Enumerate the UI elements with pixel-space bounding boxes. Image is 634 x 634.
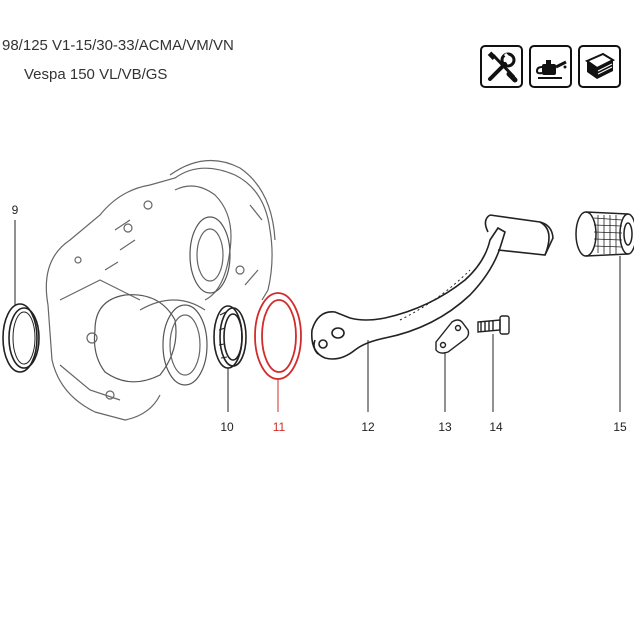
model-title-line2: Vespa 150 VL/VB/GS	[24, 66, 168, 83]
lubrication-button[interactable]	[529, 45, 572, 88]
callout-11[interactable]: 11	[272, 420, 286, 434]
toolbar	[480, 45, 621, 88]
oil-can-icon	[535, 59, 567, 79]
callout-9[interactable]: 9	[11, 203, 19, 217]
callout-12[interactable]: 12	[361, 420, 375, 434]
part-9-ring[interactable]	[2, 303, 40, 373]
part-14-bolt[interactable]	[477, 315, 510, 335]
part-11-washer[interactable]	[254, 292, 302, 380]
part-10-seal[interactable]	[213, 305, 247, 369]
part-15-rubber-grip[interactable]	[575, 211, 634, 257]
engine-casing	[45, 159, 276, 421]
callout-10[interactable]: 10	[220, 420, 234, 434]
part-12-kickstart-lever[interactable]	[310, 214, 554, 360]
leader-lines	[14, 220, 621, 412]
tools-button[interactable]	[480, 45, 523, 88]
part-13-lock-plate[interactable]	[435, 319, 470, 354]
tools-icon	[487, 50, 517, 82]
manual-button[interactable]	[578, 45, 621, 88]
manual-book-icon	[584, 52, 615, 79]
callout-15[interactable]: 15	[613, 420, 627, 434]
callout-14[interactable]: 14	[489, 420, 503, 434]
model-title-line1: 98/125 V1-15/30-33/ACMA/VM/VN	[2, 37, 234, 54]
callout-13[interactable]: 13	[438, 420, 452, 434]
